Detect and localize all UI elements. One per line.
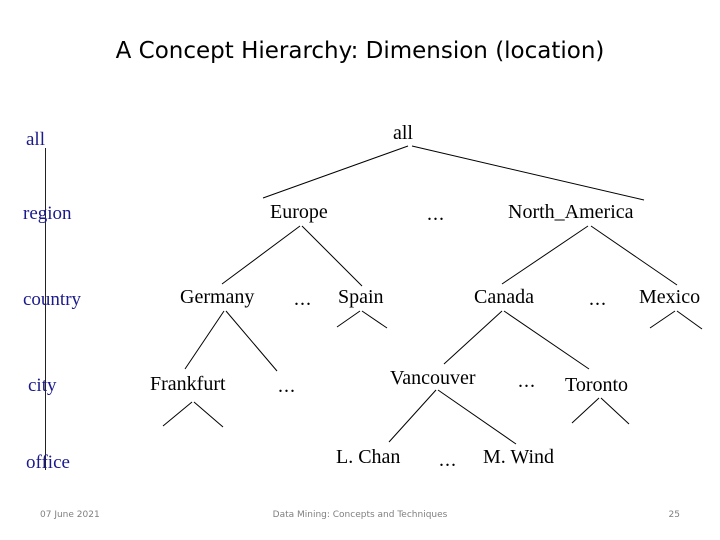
edge-spain-to-spain-r bbox=[361, 310, 388, 329]
tree-node-canada: Canada bbox=[474, 286, 534, 308]
tree-node-all: all bbox=[393, 122, 413, 144]
footer-title: Data Mining: Concepts and Techniques bbox=[272, 510, 448, 520]
level-label-city: city bbox=[28, 375, 57, 396]
edge-canada-to-vancouver bbox=[443, 310, 503, 365]
level-label-all: all bbox=[26, 129, 45, 150]
edge-frankfurt-to-frankfurt-l bbox=[162, 401, 193, 427]
footer-date: 07 June 2021 bbox=[40, 510, 100, 520]
tree-node-vancouver: Vancouver bbox=[390, 367, 476, 389]
level-label-office: office bbox=[26, 452, 70, 473]
edge-toronto-to-toronto-l bbox=[571, 397, 600, 424]
tree-node-germany: Germany bbox=[180, 286, 255, 308]
edge-north-america-to-mexico bbox=[590, 225, 678, 286]
tree-ellipsis-na-dots: ... bbox=[589, 288, 607, 310]
tree-node-l-chan: L. Chan bbox=[336, 446, 401, 468]
level-label-region: region bbox=[23, 203, 72, 224]
tree-node-north-america: North_America bbox=[508, 201, 634, 223]
edge-mexico-to-mexico-l bbox=[649, 310, 676, 329]
tree-node-mexico: Mexico bbox=[639, 286, 701, 308]
edge-vancouver-to-l-chan bbox=[388, 389, 437, 443]
tree-ellipsis-region-dots: ... bbox=[427, 203, 445, 225]
tree-node-toronto: Toronto bbox=[565, 374, 629, 396]
level-axis-line bbox=[45, 148, 46, 470]
tree-node-m-wind: M. Wind bbox=[483, 446, 555, 468]
edge-spain-to-spain-l bbox=[336, 310, 361, 328]
edge-all-to-north-america bbox=[411, 145, 645, 201]
tree-node-europe: Europe bbox=[270, 201, 328, 223]
tree-node-frankfurt: Frankfurt bbox=[150, 373, 226, 395]
tree-node-spain: Spain bbox=[338, 286, 384, 308]
edge-toronto-to-toronto-r bbox=[600, 397, 630, 425]
edge-germany-to-de-dots bbox=[225, 310, 278, 372]
edge-north-america-to-canada bbox=[501, 225, 589, 285]
tree-ellipsis-de-dots: ... bbox=[278, 375, 296, 397]
edge-mexico-to-mexico-r bbox=[676, 310, 703, 330]
tree-ellipsis-eu-dots: ... bbox=[294, 288, 312, 310]
level-label-country: country bbox=[23, 289, 82, 310]
edge-germany-to-frankfurt bbox=[184, 310, 225, 370]
footer-page-number: 25 bbox=[668, 510, 680, 520]
edge-europe-to-germany bbox=[221, 225, 301, 285]
edge-vancouver-to-m-wind bbox=[437, 389, 517, 445]
edge-all-to-europe bbox=[262, 145, 409, 199]
edge-europe-to-spain bbox=[301, 225, 363, 287]
tree-ellipsis-office-dots: ... bbox=[439, 449, 457, 471]
edge-frankfurt-to-frankfurt-r bbox=[193, 401, 224, 428]
page-title: A Concept Hierarchy: Dimension (location… bbox=[115, 38, 605, 64]
tree-ellipsis-ca-dots: ... bbox=[518, 370, 536, 392]
edge-canada-to-toronto bbox=[503, 310, 590, 370]
